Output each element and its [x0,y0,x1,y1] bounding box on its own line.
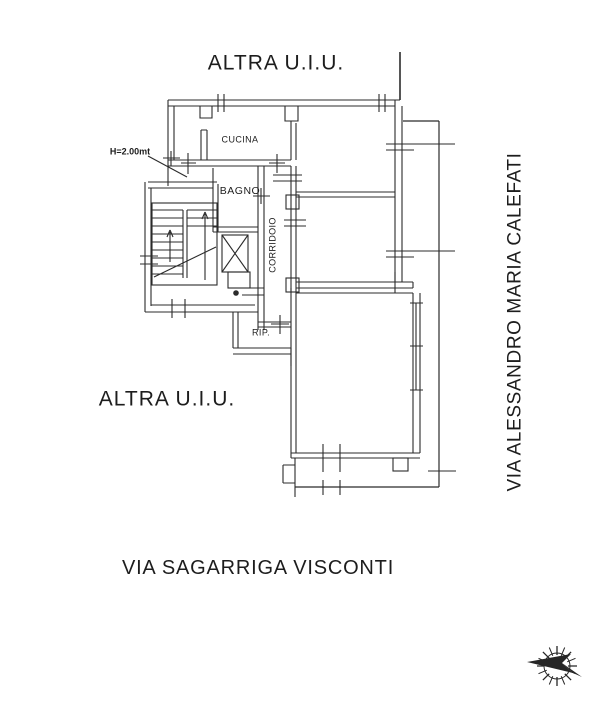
elevator-shaft [221,234,251,289]
staircase [140,181,258,318]
street-label-right: VIA ALESSANDRO MARIA CALEFATI [504,152,526,492]
compass-rose-icon [527,646,582,686]
room-label-storage: RIP. [252,327,270,338]
street-label-bottom: VIA SAGARRIGA VISCONTI [121,557,395,579]
room-label-kitchen: CUCINA [221,134,259,145]
neighbor-unit-label-left: ALTRA U.I.U. [98,387,236,411]
room-label-bathroom: BAGNO [219,184,261,197]
ceiling-height-note: H=2.00mt [109,146,151,157]
neighbor-unit-label-top: ALTRA U.I.U. [207,51,345,75]
room-label-corridor: CORRIDOIO [267,217,278,273]
